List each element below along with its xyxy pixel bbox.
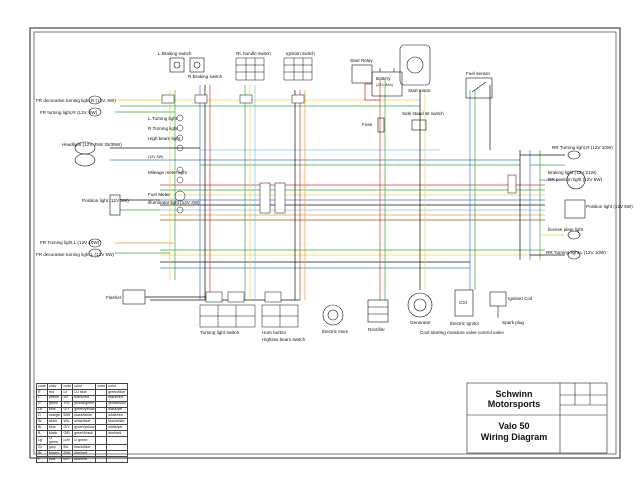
wire-bus-vertical	[169, 80, 541, 300]
label-flasher: Flasher	[106, 295, 122, 300]
battery-red-wire	[364, 83, 380, 101]
label-side-stand-switch: Side stand sit switch	[402, 111, 444, 116]
start-motor-shape	[399, 44, 431, 86]
generator-shape	[407, 292, 433, 318]
label-rr-turning-light-l: RR Turning light,L (12V 10W)	[546, 250, 606, 255]
label-license-plate-light: license plate light	[548, 227, 584, 232]
label-ignition-switch: Ignition switch	[286, 51, 315, 56]
flasher-shape	[122, 289, 146, 305]
label-high-beam-light: High beam light	[148, 136, 180, 141]
label-fr-decorative-turning-light-r: FR decorative turning light,R (12V, 5W)	[36, 98, 116, 103]
rear-lights-shape	[564, 150, 586, 260]
label-horn-button: Horn button	[262, 330, 287, 335]
battery-shape	[371, 68, 403, 97]
connector-blocks	[161, 94, 517, 303]
color-table-cell: Lt green	[46, 436, 63, 446]
label-braking-light: Braking light (12V 21W)	[548, 170, 597, 175]
color-table-cell: pink	[46, 455, 63, 463]
label-fr-decorative-turning-light-l: FR decorative turning light,L (12V 5W)	[36, 252, 114, 257]
color-table-cell: Lr/b	[61, 436, 74, 446]
color-table-cell: L/R	[61, 455, 74, 463]
label-rr-turning-light-r: RR Turning light,R (12V 10W)	[552, 145, 613, 150]
fuel-sensor-shape	[465, 77, 493, 99]
label-position-light-rear: Position light (12V 5W)	[586, 204, 633, 209]
color-table-cell	[95, 436, 108, 446]
color-table-cell	[106, 436, 128, 446]
label-start-motor: Start motor	[408, 88, 431, 93]
label-r-turning-light: R.Turning light	[148, 126, 178, 131]
color-table-cell: Lt green	[72, 436, 97, 446]
label-fr-turning-light-l: FR Turning light,L (12V 10W)	[40, 240, 100, 245]
label-electric-ignitor: Electric Ignitor	[450, 321, 480, 326]
ignition-switch-grid	[283, 57, 313, 81]
outer-border	[29, 27, 621, 459]
label-fr-turning-light-r: FR turning light,R (12V, 5W)	[40, 110, 98, 115]
color-table-cell	[95, 455, 108, 463]
label-battery: Battery	[376, 76, 391, 81]
label-rr-position-light: RR position light (12V 5W)	[548, 177, 603, 182]
title-block-subtitle: Wiring Diagram	[480, 432, 548, 442]
rl-handle-switch-grid	[235, 57, 265, 81]
label-fuse: Fuse	[362, 122, 373, 127]
wires-right	[520, 154, 565, 256]
label-highlow-beam-switch: Highlow beam switch	[262, 337, 306, 342]
wires-left	[110, 99, 210, 298]
left-bulbs	[74, 95, 121, 258]
instrument-bulbs	[174, 114, 186, 214]
bottom-switch-grids	[199, 304, 299, 328]
title-block-frame	[466, 382, 608, 454]
label-battery-spec: (12V, 6Ah)	[376, 83, 393, 87]
label-start-relay: Start Relay	[350, 58, 373, 63]
label-ignition-coil: Ignition Coil	[508, 296, 533, 301]
label-fuel-meter: Fuel Meter	[148, 192, 170, 197]
label-r-braking-switch: R.Braking switch	[188, 74, 223, 79]
title-block-model: Valo 50	[498, 421, 530, 431]
label-generator: Generator	[410, 320, 431, 325]
color-table-header: code color code color code color	[36, 383, 128, 390]
label-l-braking-switch: L.Braking switch	[158, 51, 192, 56]
label-spark-plug: Spark plug	[502, 320, 524, 325]
color-table-cell: P	[36, 455, 48, 463]
label-headlight: Headlight (12V 35W 35/35W)	[62, 142, 122, 147]
start-relay-shape	[351, 64, 373, 84]
inner-border	[33, 31, 617, 455]
color-table-cell	[106, 455, 128, 463]
rectifier-shape	[367, 299, 389, 323]
label-fuel-sensor: Fuel sensor	[466, 71, 491, 76]
label-l-turning-light: L.Turning light	[148, 116, 177, 121]
l-braking-switch-shape	[169, 57, 185, 73]
label-mileage-meter-light: Mileage meter light	[148, 170, 187, 175]
ignition-coil-shape	[489, 291, 507, 318]
label-rl-handle-switch: RL handle switch	[236, 51, 271, 56]
electric-horn-shape	[322, 304, 344, 326]
color-table-cell: blue/red	[72, 455, 97, 463]
label-electric-horn: Electric Horn	[322, 329, 349, 334]
fuse-shape	[377, 117, 385, 133]
label-turning-light-switch: Turning light switch	[200, 330, 240, 335]
color-table-cell: Lg	[36, 436, 48, 446]
label-cool-starting-moisture-valve: Cool starting moisture valve control val…	[420, 330, 504, 335]
cdi-shape	[454, 289, 474, 317]
label-instrument-lights: (12V 3W)	[148, 155, 164, 159]
label-illuminator-light: Illuminator light (12V 3W)	[148, 200, 200, 205]
label-rectifier: Rectifier	[368, 327, 385, 332]
label-position-light: Position light (12V 3W)	[82, 198, 129, 203]
label-cdi: CDI	[459, 300, 467, 305]
side-stand-switch-shape	[411, 119, 427, 131]
r-braking-switch-shape	[189, 57, 205, 73]
title-block-company: Schwinn Motorsports	[487, 389, 541, 409]
